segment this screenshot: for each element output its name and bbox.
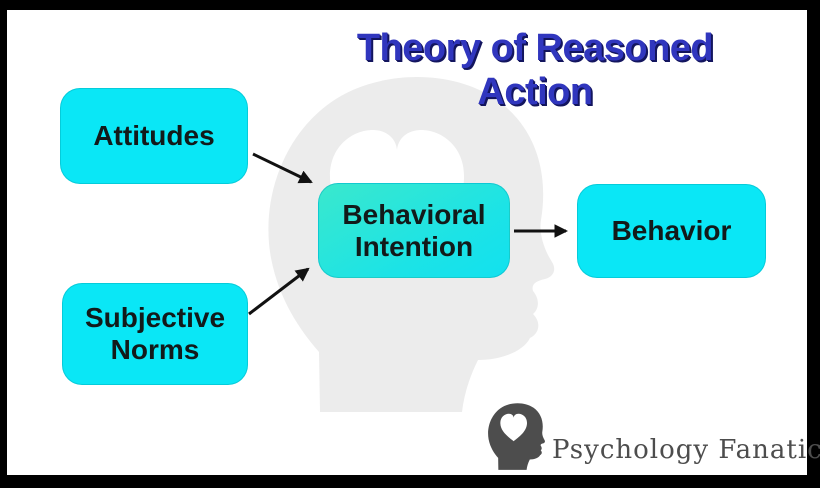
logo-head-with-heart-icon: [488, 403, 545, 470]
edge-subjective-norms-to-intention-arrow: [248, 267, 310, 316]
edge-attitudes-to-intention-arrow: [252, 152, 313, 184]
node-subjective-norms: Subjective Norms: [62, 283, 248, 385]
page-title-line-1: Theory of Reasoned: [356, 27, 714, 69]
node-behavior: Behavior: [577, 184, 766, 278]
node-attitudes: Attitudes: [60, 88, 248, 184]
page-title: Theory of Reasoned Action: [270, 26, 800, 114]
logo-wordmark: Psychology Fanatic: [552, 435, 820, 465]
page-title-line-2: Action: [477, 71, 593, 113]
node-attitudes-label: Attitudes: [93, 120, 215, 151]
node-behavioral-intention: Behavioral Intention: [318, 183, 510, 278]
node-behavioral-intention-label: Behavioral Intention: [342, 198, 486, 262]
node-subjective-norms-label: Subjective Norms: [84, 302, 226, 365]
node-behavior-label: Behavior: [611, 215, 732, 246]
